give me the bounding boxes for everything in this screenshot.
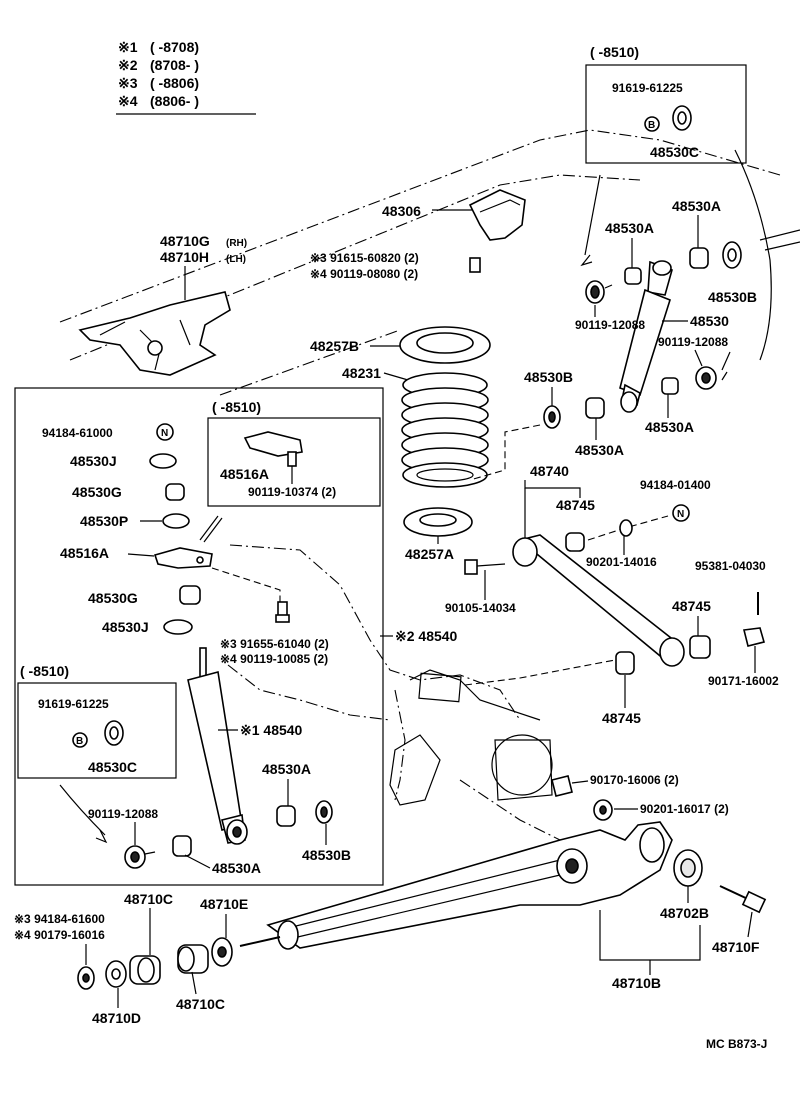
label-90105-14034: 90105-14034 [445,601,516,615]
diff-fasteners: 90170-16006 (2) 90201-16017 (2) [551,773,729,821]
label-48530B-3: 48530B [302,847,351,863]
legend-mark-4: ※4 [118,93,138,109]
upper-control-arm-48740: 48740 48745 94184-01400 N 90201-14016 90… [445,463,779,726]
legend-range-3: ( -8806) [150,75,199,91]
label-94184-01400: 94184-01400 [640,478,711,492]
legend-mark-3: ※3 [118,75,138,91]
label-48710E: 48710E [200,896,248,912]
label-48530A-5: 48530A [262,761,311,777]
label-48710D: 48710D [92,1010,141,1026]
label-90119-12088-r2: 90119-12088 [658,335,728,349]
lower-control-arm-48710b: 48710B 48702B 48710F [239,821,767,991]
label-90171-16002: 90171-16002 [708,674,779,688]
legend-range-1: ( -8708) [150,39,199,55]
label-90179-16016: ※4 90179-16016 [14,928,105,942]
label-48530J-1: 48530J [70,453,117,469]
label-90201-14016: 90201-14016 [586,555,657,569]
top-box-part2: 48530C [650,144,699,160]
label-91655-61040: ※3 91655-61040 (2) [220,637,329,651]
label-48257B: 48257B [310,338,359,354]
inner-lower-part1: 91619-61225 [38,697,109,711]
badge-N-2: N [677,509,684,520]
label-48530G-1: 48530G [72,484,122,500]
legend-mark-1: ※1 [118,39,138,55]
left-assembly-box: 94184-61000 N 48530J 48530G 48530P 48516… [14,387,384,886]
label-48530B-1: 48530B [708,289,757,305]
label-48710F: 48710F [712,939,760,955]
label-90119-08080: ※4 90119-08080 (2) [310,267,418,281]
legend-mark-2: ※2 [118,57,138,73]
shock-absorber-48540-left: ※1 48540 [187,647,303,845]
label-90119-12088-r: 90119-12088 [575,318,645,332]
label-48530A-1: 48530A [605,220,654,236]
bottom-left-bushings: 48710C 48710E ※3 94184-61600 ※4 90179-16… [14,891,248,1026]
label-48231: 48231 [342,365,381,381]
top-box-frame [585,64,747,164]
bracket-48306: 48306 ※3 91615-60820 (2) ※4 90119-08080 … [310,189,526,281]
badge-N-1: N [161,428,168,439]
label-48745-2: 48745 [672,598,711,614]
label-48306: 48306 [382,203,421,219]
body-frame-outline [59,129,800,396]
label-48710C-2: 48710C [176,996,225,1012]
spring-bracket-48710g: 48710G (RH) 48710H (LH) [78,233,247,376]
label-48540-1: ※1 48540 [240,722,303,738]
label-48745-1: 48745 [556,497,595,513]
label-48710H: 48710H [160,249,209,265]
inner-upper-frame [207,417,381,507]
shock-absorber-48530-right: 48530A 48530A 48530B 90119-12088 48530 9… [575,174,757,435]
svg-text:(LH): (LH) [226,254,246,265]
label-48530J-2: 48530J [102,619,149,635]
legend-range-4: (8806- ) [150,93,199,109]
label-91615-60820: ※3 91615-60820 (2) [310,251,419,265]
rear-axle-housing: ※2 48540 [227,544,616,841]
inner-upper-range: ( -8510) [212,399,261,415]
label-95381-04030: 95381-04030 [695,559,766,573]
svg-text:(RH): (RH) [226,238,247,249]
label-48530-r: 48530 [690,313,729,329]
top-box-part1: 91619-61225 [612,81,683,95]
label-48530B-2: 48530B [524,369,573,385]
coil-spring-48231: 48257B 48231 48257A [310,326,491,562]
label-48530A-6: 48530A [212,860,261,876]
bushings-middle-right: 48530B 48530A [469,369,624,481]
inner-lower-badge: B [76,736,83,747]
label-90201-16017: 90201-16017 (2) [640,802,729,816]
top-box-badge: B [648,120,655,131]
spring-coils [401,372,489,488]
label-90119-10085: ※4 90119-10085 (2) [220,652,328,666]
label-48530A-3: 48530A [575,442,624,458]
bolt-90105: 90105-14034 [445,559,516,615]
inner-lower-frame [17,682,177,779]
label-48530P: 48530P [80,513,128,529]
label-94184-61600: ※3 94184-61600 [14,912,105,926]
top-box-badge-circle [644,116,660,132]
label-94184-61000: 94184-61000 [42,426,113,440]
label-48540-2: ※2 48540 [395,628,458,644]
label-48740: 48740 [530,463,569,479]
inner-lower-range: ( -8510) [20,663,69,679]
label-90119-12088-l: 90119-12088 [88,807,158,821]
label-48516A-2: 48516A [60,545,109,561]
top-box-range: ( -8510) [590,44,639,60]
label-48710G: 48710G [160,233,210,249]
label-48257A: 48257A [405,546,454,562]
diagram-code: MC B873-J [706,1037,767,1051]
inner-upper-part2: 90119-10374 (2) [248,485,336,499]
top-range-box: ( -8510) 91619-61225 B 48530C [585,44,747,164]
label-90170-16006: 90170-16006 (2) [590,773,679,787]
legend: ※1 ( -8708) ※2 (8708- ) ※3 ( -8806) ※4 (… [116,39,256,115]
label-48710C-1: 48710C [124,891,173,907]
label-48745-3: 48745 [602,710,641,726]
label-48530A-4: 48530A [645,419,694,435]
legend-range-2: (8708- ) [150,57,199,73]
inner-lower-part2: 48530C [88,759,137,775]
label-48710B: 48710B [612,975,661,991]
label-48702B: 48702B [660,905,709,921]
label-48530A-2: 48530A [672,198,721,214]
inner-upper-part1: 48516A [220,466,269,482]
label-48530G-2: 48530G [88,590,138,606]
